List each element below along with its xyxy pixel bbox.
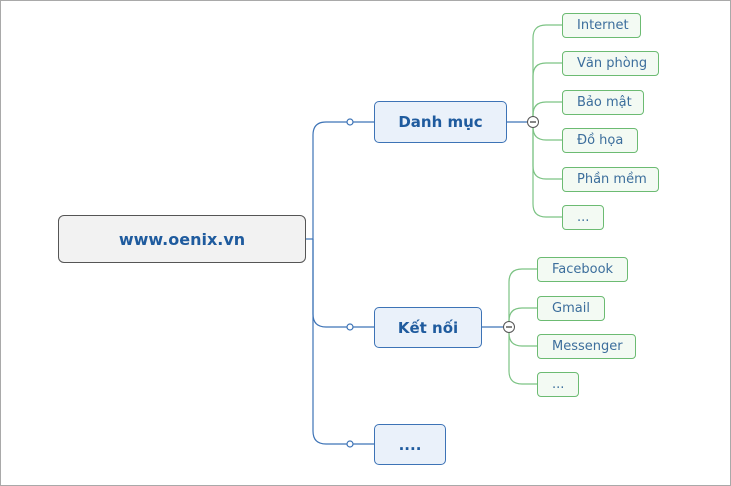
- collapse-toggle-ket-noi[interactable]: [503, 321, 515, 333]
- branch-danh-muc-label: Danh mục: [398, 113, 483, 131]
- root-topic-label: www.oenix.vn: [118, 229, 246, 249]
- leaf-label: Đồ họa: [577, 133, 624, 148]
- leaf-internet[interactable]: Internet: [562, 13, 641, 38]
- leaf-facebook[interactable]: Facebook: [537, 257, 628, 282]
- leaf-label: Internet: [577, 18, 629, 33]
- leaf-do-hoa[interactable]: Đồ họa: [562, 128, 638, 153]
- leaf-label: Bảo mật: [577, 95, 632, 110]
- leaf-van-phong[interactable]: Văn phòng: [562, 51, 659, 76]
- leaf-label: ...: [552, 377, 565, 392]
- leaf-phan-mem[interactable]: Phần mềm: [562, 167, 659, 192]
- leaf-bao-mat[interactable]: Bảo mật: [562, 90, 644, 115]
- leaf-label: Gmail: [552, 301, 590, 316]
- branch-more[interactable]: ....: [374, 424, 446, 465]
- leaf-label: Messenger: [552, 339, 623, 354]
- leaf-label: Facebook: [552, 262, 614, 277]
- leaf-label: ...: [577, 210, 590, 225]
- root-topic[interactable]: www.oenix.vn: [58, 215, 306, 263]
- branch-ket-noi-label: Kết nối: [397, 318, 459, 337]
- branch-danh-muc[interactable]: Danh mục: [374, 101, 507, 143]
- leaf-messenger[interactable]: Messenger: [537, 334, 636, 359]
- leaf-label: Văn phòng: [577, 56, 648, 71]
- branch-more-label: ....: [398, 435, 422, 454]
- branch-ket-noi[interactable]: Kết nối: [374, 307, 482, 348]
- collapse-toggle-danh-muc[interactable]: [527, 116, 539, 128]
- leaf-ket-noi-more[interactable]: ...: [537, 372, 579, 397]
- leaf-gmail[interactable]: Gmail: [537, 296, 605, 321]
- leaf-label: Phần mềm: [577, 172, 647, 187]
- leaf-danh-muc-more[interactable]: ...: [562, 205, 604, 230]
